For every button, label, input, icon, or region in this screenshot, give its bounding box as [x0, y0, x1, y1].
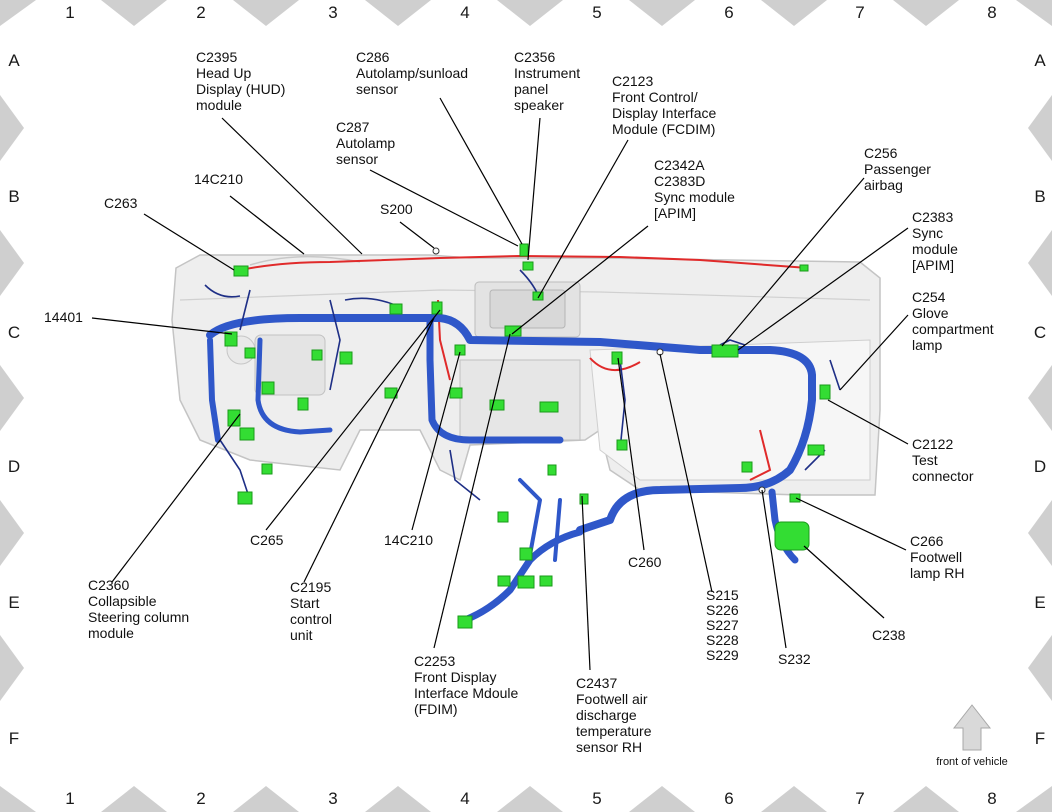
- row-label: A: [1034, 51, 1046, 70]
- column-label: 8: [987, 3, 996, 22]
- column-label: 3: [328, 789, 337, 808]
- row-label: F: [1035, 729, 1045, 748]
- callout-c2437: C2437 Footwell air discharge temperature…: [576, 675, 655, 755]
- row-label: C: [8, 323, 20, 342]
- row-label: B: [1034, 187, 1045, 206]
- column-label: 2: [196, 3, 205, 22]
- front-of-vehicle-indicator: front of vehicle: [936, 704, 1008, 768]
- callout-14c210-top: 14C210: [194, 171, 243, 187]
- column-label: 7: [855, 789, 864, 808]
- callout-labels: C2395 Head Up Display (HUD) module C286 …: [44, 49, 998, 755]
- grid-column-labels-bottom: 1 2 3 4 5 6 7 8: [65, 789, 996, 808]
- column-label: 6: [724, 3, 733, 22]
- callout-14401: 14401: [44, 309, 83, 325]
- column-label: 6: [724, 789, 733, 808]
- column-label: 4: [460, 789, 469, 808]
- column-label: 1: [65, 3, 74, 22]
- blue-main-harness: [206, 314, 816, 624]
- callout-c2253: C2253 Front Display Interface Mdoule (FD…: [414, 653, 522, 717]
- leader-lines: [91, 97, 909, 671]
- column-label: 7: [855, 3, 864, 22]
- grid-column-labels-top: 1 2 3 4 5 6 7 8: [65, 3, 996, 22]
- row-label: E: [8, 593, 19, 612]
- callout-c287: C287 Autolamp sensor: [336, 119, 399, 167]
- callout-s215: S215 S226 S227 S228 S229: [706, 587, 743, 663]
- callout-s232: S232: [778, 651, 811, 667]
- grid-row-labels-right: A B C D E F: [1034, 51, 1046, 748]
- callout-14c210-bottom: 14C210: [384, 532, 433, 548]
- callout-c256: C256 Passenger airbag: [864, 145, 935, 193]
- callout-c238: C238: [872, 627, 906, 643]
- row-label: B: [8, 187, 19, 206]
- callout-c2122: C2122 Test connector: [912, 436, 974, 484]
- column-label: 8: [987, 789, 996, 808]
- callout-c265: C265: [250, 532, 284, 548]
- callout-c2342a: C2342A C2383D Sync module [APIM]: [654, 157, 739, 221]
- row-label: D: [8, 457, 20, 476]
- row-label: C: [1034, 323, 1046, 342]
- thin-wires: [204, 269, 841, 501]
- callout-c2395: C2395 Head Up Display (HUD) module: [196, 49, 289, 113]
- up-arrow-icon: [952, 704, 992, 751]
- callout-c263: C263: [104, 195, 138, 211]
- column-label: 4: [460, 3, 469, 22]
- row-label: E: [1034, 593, 1045, 612]
- front-of-vehicle-label: front of vehicle: [936, 756, 1008, 768]
- column-label: 5: [592, 3, 601, 22]
- column-label: 1: [65, 789, 74, 808]
- row-label: F: [9, 729, 19, 748]
- column-label: 5: [592, 789, 601, 808]
- instrument-panel-body: [171, 254, 881, 496]
- grid-row-labels-left: A B C D E F: [8, 51, 20, 748]
- callout-c286: C286 Autolamp/sunload sensor: [356, 49, 472, 97]
- callout-c2383: C2383 Sync module [APIM]: [912, 209, 962, 273]
- column-label: 3: [328, 3, 337, 22]
- callout-c2356: C2356 Instrument panel speaker: [514, 49, 584, 113]
- callout-s200: S200: [380, 201, 413, 217]
- row-label: A: [8, 51, 20, 70]
- callout-c2360: C2360 Collapsible Steering column module: [88, 577, 193, 641]
- callout-c266: C266 Footwell lamp RH: [910, 533, 966, 581]
- callout-c2195: C2195 Start control unit: [290, 579, 336, 643]
- column-label: 2: [196, 789, 205, 808]
- callout-c254: C254 Glove compartment lamp: [912, 289, 998, 353]
- callout-c2123: C2123 Front Control/ Display Interface M…: [612, 73, 720, 137]
- connectors: [224, 243, 831, 629]
- callout-c260: C260: [628, 554, 662, 570]
- row-label: D: [1034, 457, 1046, 476]
